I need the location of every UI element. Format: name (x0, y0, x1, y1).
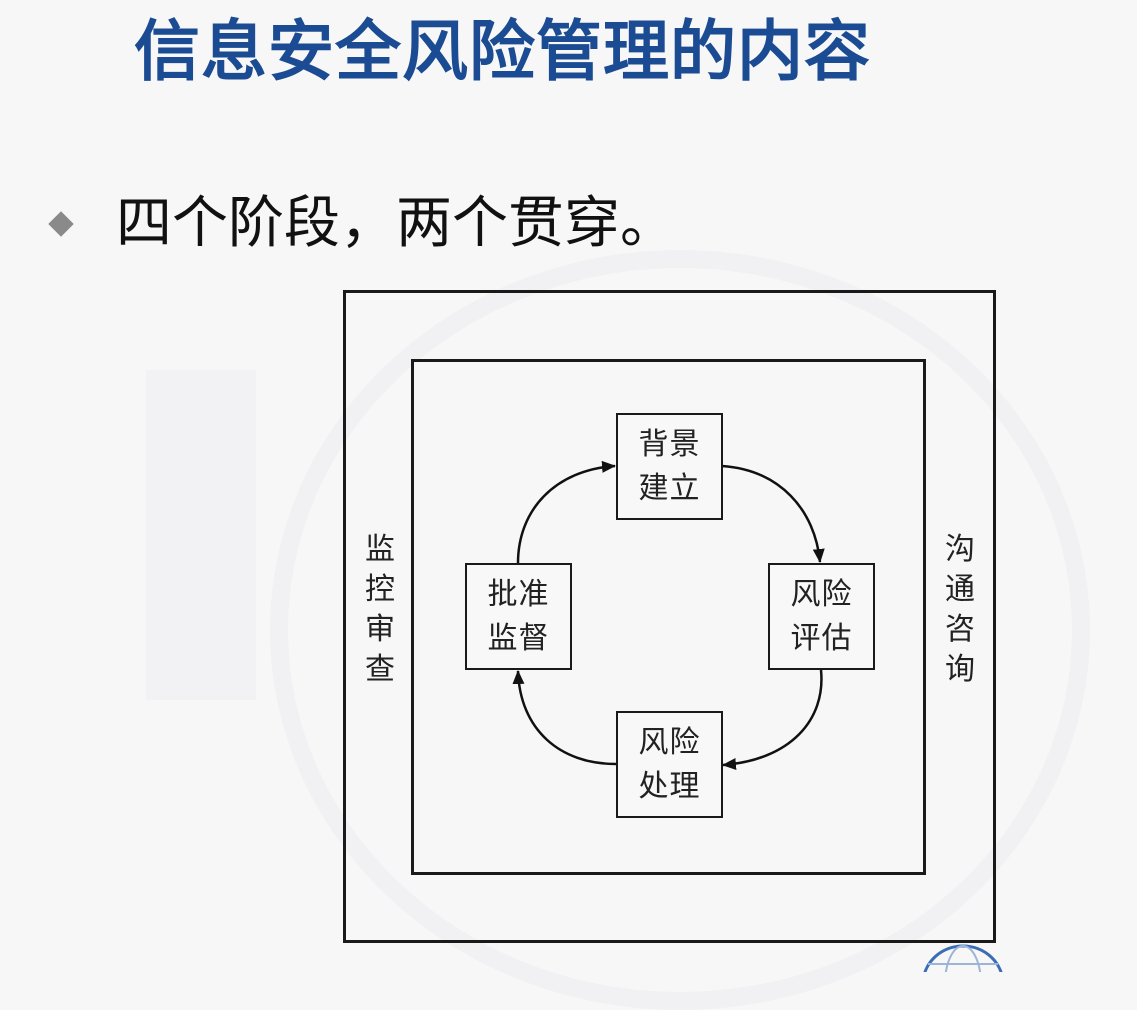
stage-text: 处理 (638, 768, 701, 804)
globe-logo-icon (923, 944, 1003, 972)
stage-context-establishment: 背景 建立 (616, 413, 723, 520)
label-char: 控 (365, 572, 395, 607)
label-char: 询 (945, 652, 975, 687)
label-char: 审 (365, 612, 395, 647)
stage-text: 风险 (790, 576, 853, 612)
label-char: 监 (365, 532, 395, 567)
arrow-top-to-right (721, 464, 825, 563)
communication-consultation-label: 沟 通 咨 询 (938, 530, 982, 690)
arrow-bottom-to-left (512, 670, 617, 766)
stage-text: 批准 (487, 576, 550, 612)
stage-text: 评估 (790, 620, 853, 656)
cycle-arrows (512, 460, 825, 771)
stage-risk-assessment: 风险 评估 (768, 563, 875, 670)
stage-text: 监督 (487, 620, 550, 656)
stage-text: 建立 (638, 470, 701, 506)
label-char: 咨 (945, 612, 975, 647)
arrow-left-to-top (516, 460, 616, 564)
stage-text: 风险 (638, 724, 701, 760)
bullet-item: 四个阶段，两个贯穿。 (44, 196, 676, 252)
label-char: 沟 (945, 532, 975, 567)
label-char: 查 (365, 652, 395, 687)
label-char: 通 (945, 572, 975, 607)
stage-approval-supervision: 批准 监督 (465, 563, 572, 670)
outer-frame (343, 290, 996, 943)
slide-title: 信息安全风险管理的内容 (134, 12, 871, 90)
inner-frame (411, 359, 926, 875)
monitoring-review-label: 监 控 审 查 (358, 530, 402, 690)
stage-risk-treatment: 风险 处理 (616, 711, 723, 818)
background-watermark-letter (146, 370, 256, 700)
stage-text: 背景 (638, 426, 701, 462)
bullet-text: 四个阶段，两个贯穿。 (116, 191, 676, 256)
arrow-right-to-bottom (722, 669, 823, 771)
